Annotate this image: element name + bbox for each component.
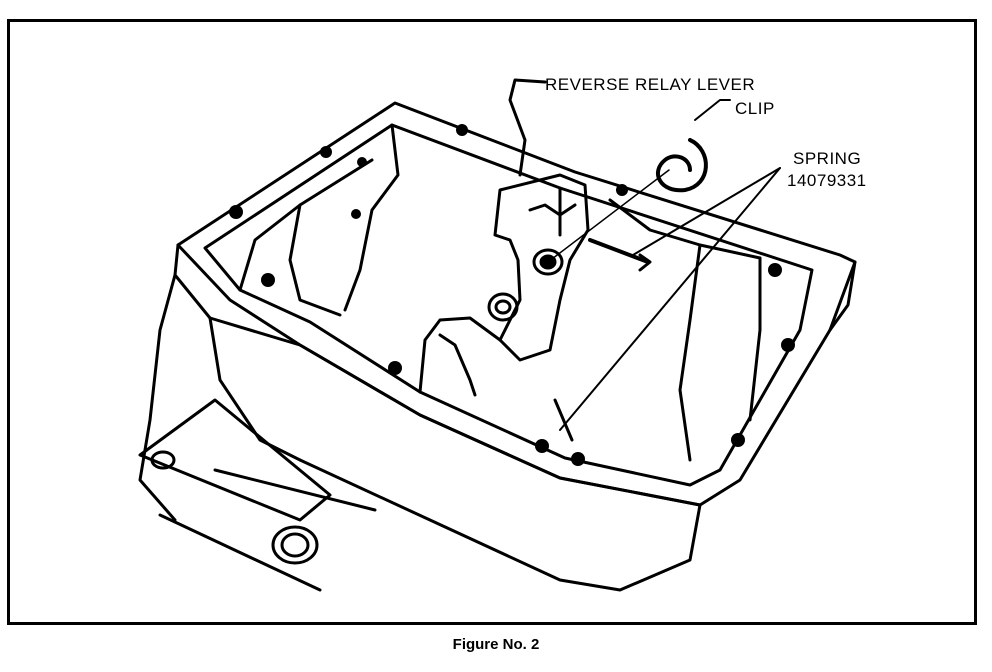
bolt-hole: [351, 209, 361, 219]
bolt-hole: [388, 361, 402, 375]
bolt-hole: [781, 338, 795, 352]
bolt-hole: [320, 146, 332, 158]
lever-pointer-line: [547, 169, 670, 263]
figure-frame: [7, 19, 977, 625]
bolt-hole: [731, 433, 745, 447]
bolt-hole: [768, 263, 782, 277]
spring-part-number: 14079331: [787, 171, 867, 190]
bolt-hole: [456, 124, 468, 136]
spring-label: SPRING: [793, 149, 862, 168]
reverse-relay-lever-label: REVERSE RELAY LEVER: [545, 75, 756, 94]
clip-label: CLIP: [735, 99, 775, 118]
bolt-hole: [616, 184, 628, 196]
bolt-hole: [535, 439, 549, 453]
reverse-relay-lever: [493, 173, 590, 362]
retaining-clip: [655, 138, 708, 193]
bolt-hole: [357, 157, 367, 167]
drain-plug: [271, 525, 319, 565]
spring-leader-1: [632, 167, 781, 256]
clip-leader: [694, 99, 731, 121]
case-front-wall: [208, 316, 702, 592]
spring: [588, 238, 650, 264]
bolt-hole: [229, 205, 243, 219]
case-flange-inner: [203, 123, 814, 487]
figure-caption: Figure No. 2: [452, 636, 540, 653]
pivot-pin: [532, 248, 564, 276]
cavity-wall: [343, 123, 400, 312]
spring-leader-2: [559, 167, 781, 431]
bolt-hole: [571, 452, 585, 466]
bolt-hole: [261, 273, 275, 287]
